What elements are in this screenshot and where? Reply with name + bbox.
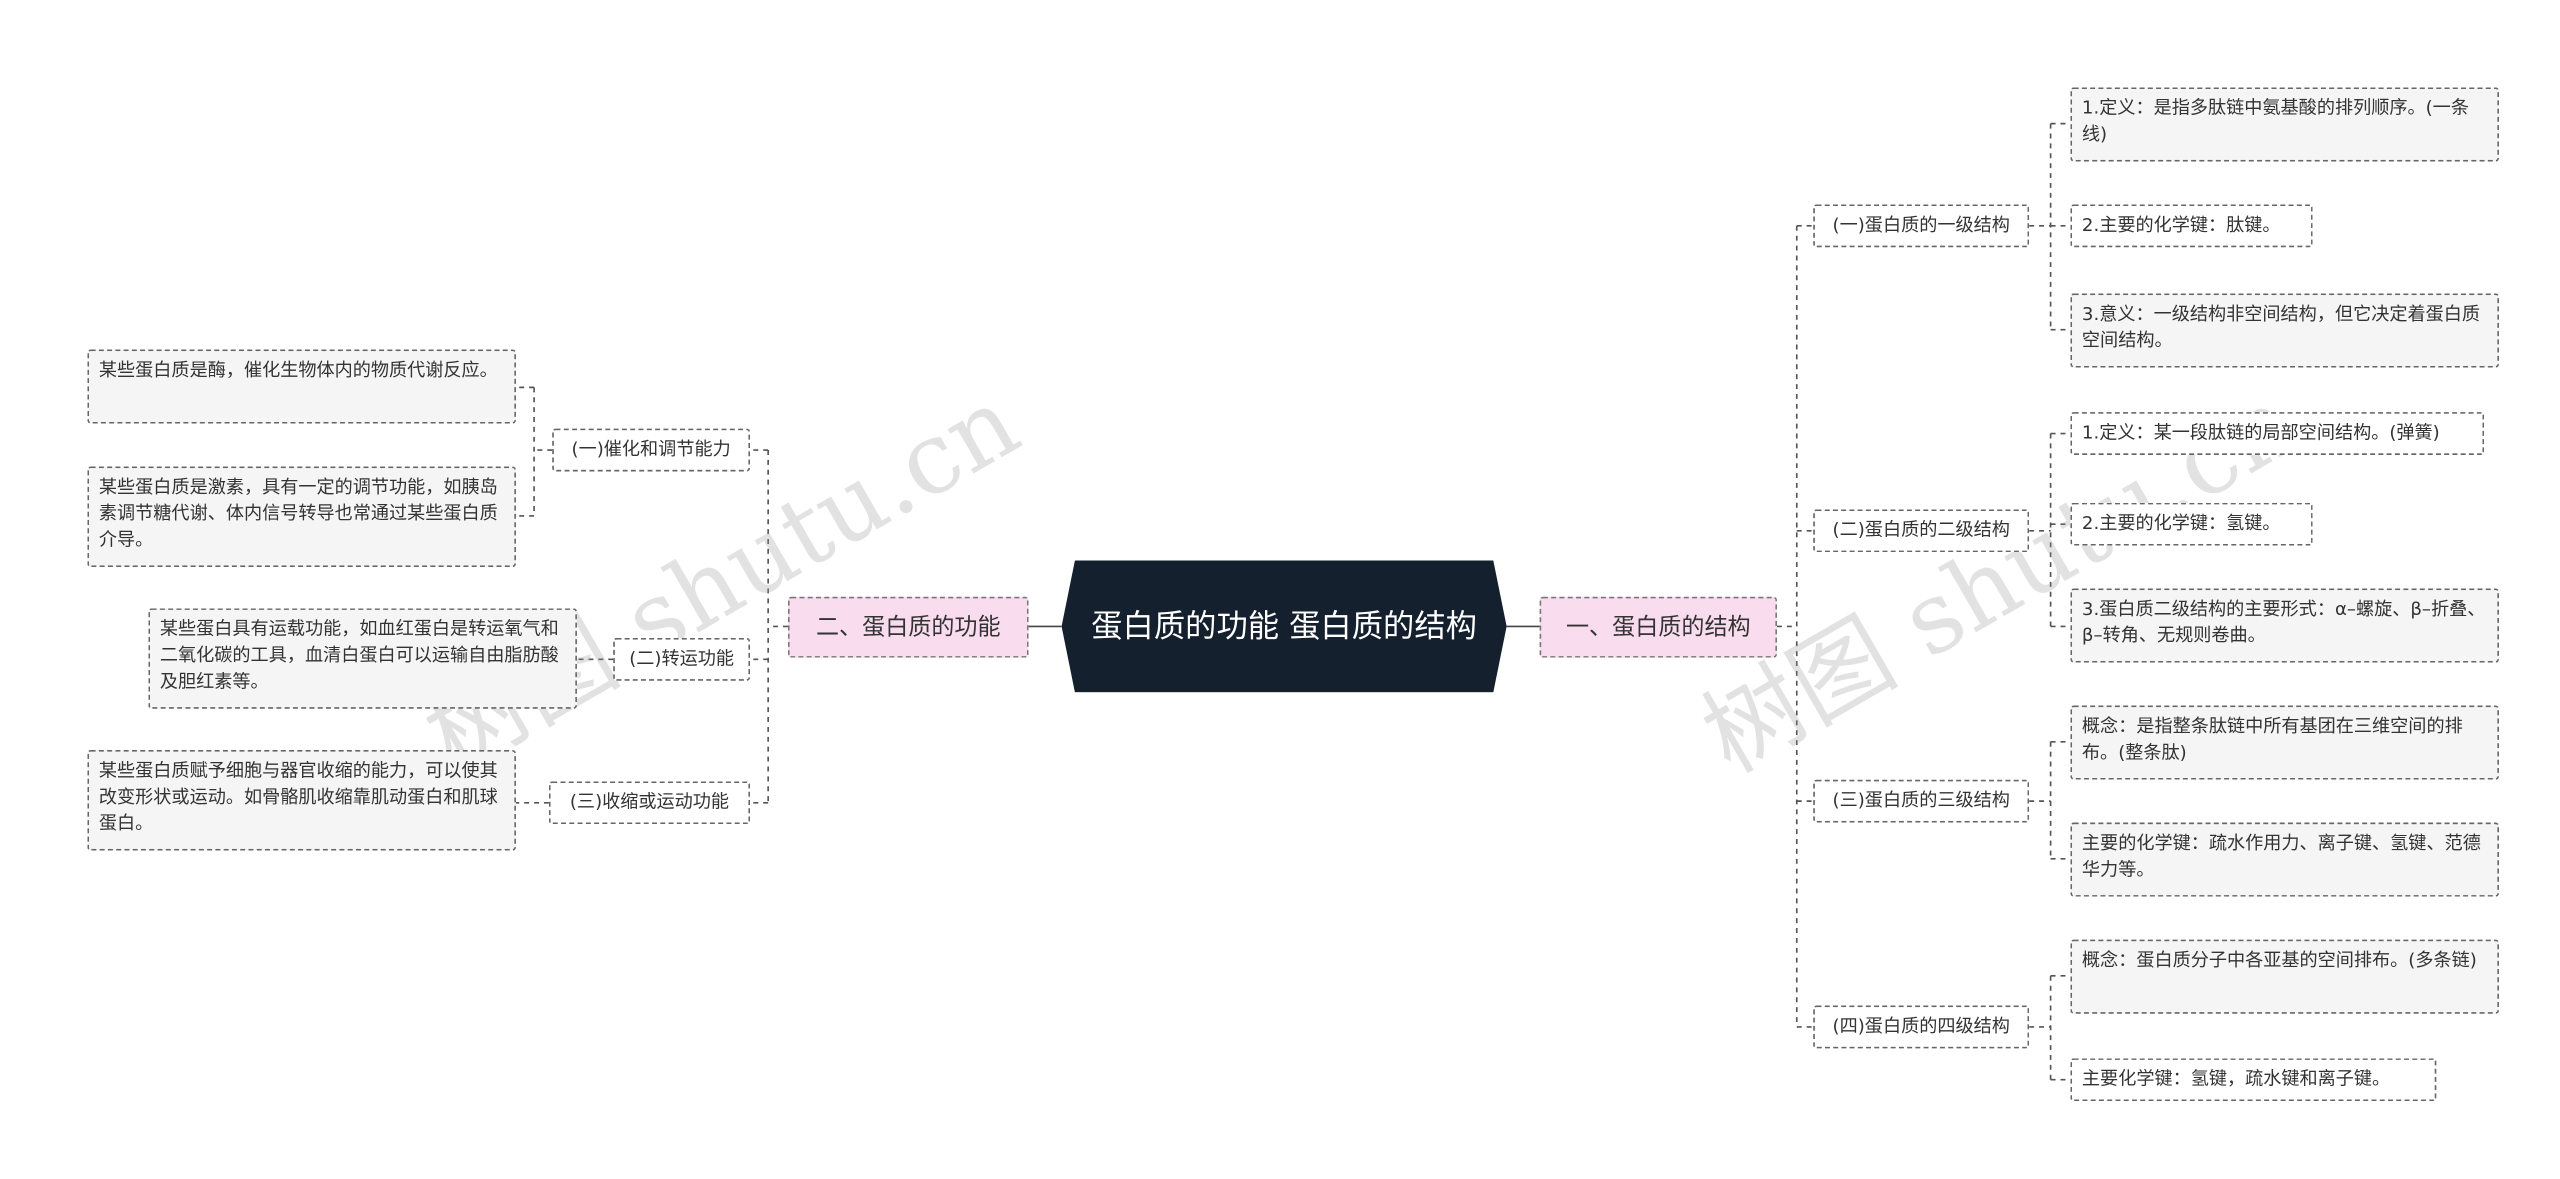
branch-protein-structure[interactable]: 一、蛋白质的结构	[1539, 596, 1777, 658]
group-primary-structure[interactable]: (一)蛋白质的一级结构	[1813, 204, 2030, 248]
group-quaternary-structure[interactable]: (四)蛋白质的四级结构	[1813, 1005, 2030, 1049]
group-secondary-structure[interactable]: (二)蛋白质的二级结构	[1813, 509, 2030, 553]
leaf-secondary-bond[interactable]: 2.主要的化学键：氢键。	[2070, 502, 2313, 546]
leaf-quaternary-bond[interactable]: 主要化学键：氢键，疏水键和离子键。	[2070, 1058, 2437, 1102]
leaf-quaternary-concept[interactable]: 概念：蛋白质分子中各亚基的空间排布。(多条链)	[2070, 939, 2499, 1014]
leaf-transport[interactable]: 某些蛋白具有运载功能，如血红蛋白是转运氧气和二氧化碳的工具，血清白蛋白可以运输自…	[148, 608, 577, 709]
root-topic[interactable]: 蛋白质的功能 蛋白质的结构	[1061, 560, 1507, 693]
leaf-primary-bond[interactable]: 2.主要的化学键：肽键。	[2070, 204, 2313, 248]
group-transport[interactable]: (二)转运功能	[613, 637, 751, 681]
leaf-enzyme[interactable]: 某些蛋白质是酶，催化生物体内的物质代谢反应。	[87, 349, 516, 424]
leaf-primary-significance[interactable]: 3.意义：一级结构非空间结构，但它决定着蛋白质空间结构。	[2070, 293, 2499, 368]
leaf-primary-definition[interactable]: 1.定义：是指多肽链中氨基酸的排列顺序。(一条线)	[2070, 87, 2499, 162]
leaf-tertiary-concept[interactable]: 概念：是指整条肽链中所有基团在三维空间的排布。(整条肽)	[2070, 705, 2499, 780]
leaf-secondary-definition[interactable]: 1.定义：某一段肽链的局部空间结构。(弹簧)	[2070, 412, 2485, 455]
group-tertiary-structure[interactable]: (三)蛋白质的三级结构	[1813, 779, 2030, 823]
branch-protein-function[interactable]: 二、蛋白质的功能	[787, 596, 1029, 658]
leaf-secondary-forms[interactable]: 3.蛋白质二级结构的主要形式：α–螺旋、β–折叠、β–转角、无规则卷曲。	[2070, 588, 2499, 663]
leaf-tertiary-bond[interactable]: 主要的化学键：疏水作用力、离子键、氢键、范德华力等。	[2070, 822, 2499, 897]
group-catalysis-regulation[interactable]: (一)催化和调节能力	[552, 428, 751, 472]
leaf-contraction[interactable]: 某些蛋白质赋予细胞与器官收缩的能力，可以使其改变形状或运动。如骨骼肌收缩靠肌动蛋…	[87, 750, 516, 851]
group-contraction-movement[interactable]: (三)收缩或运动功能	[548, 781, 751, 825]
leaf-hormone[interactable]: 某些蛋白质是激素，具有一定的调节功能，如胰岛素调节糖代谢、体内信号转导也常通过某…	[87, 466, 516, 568]
